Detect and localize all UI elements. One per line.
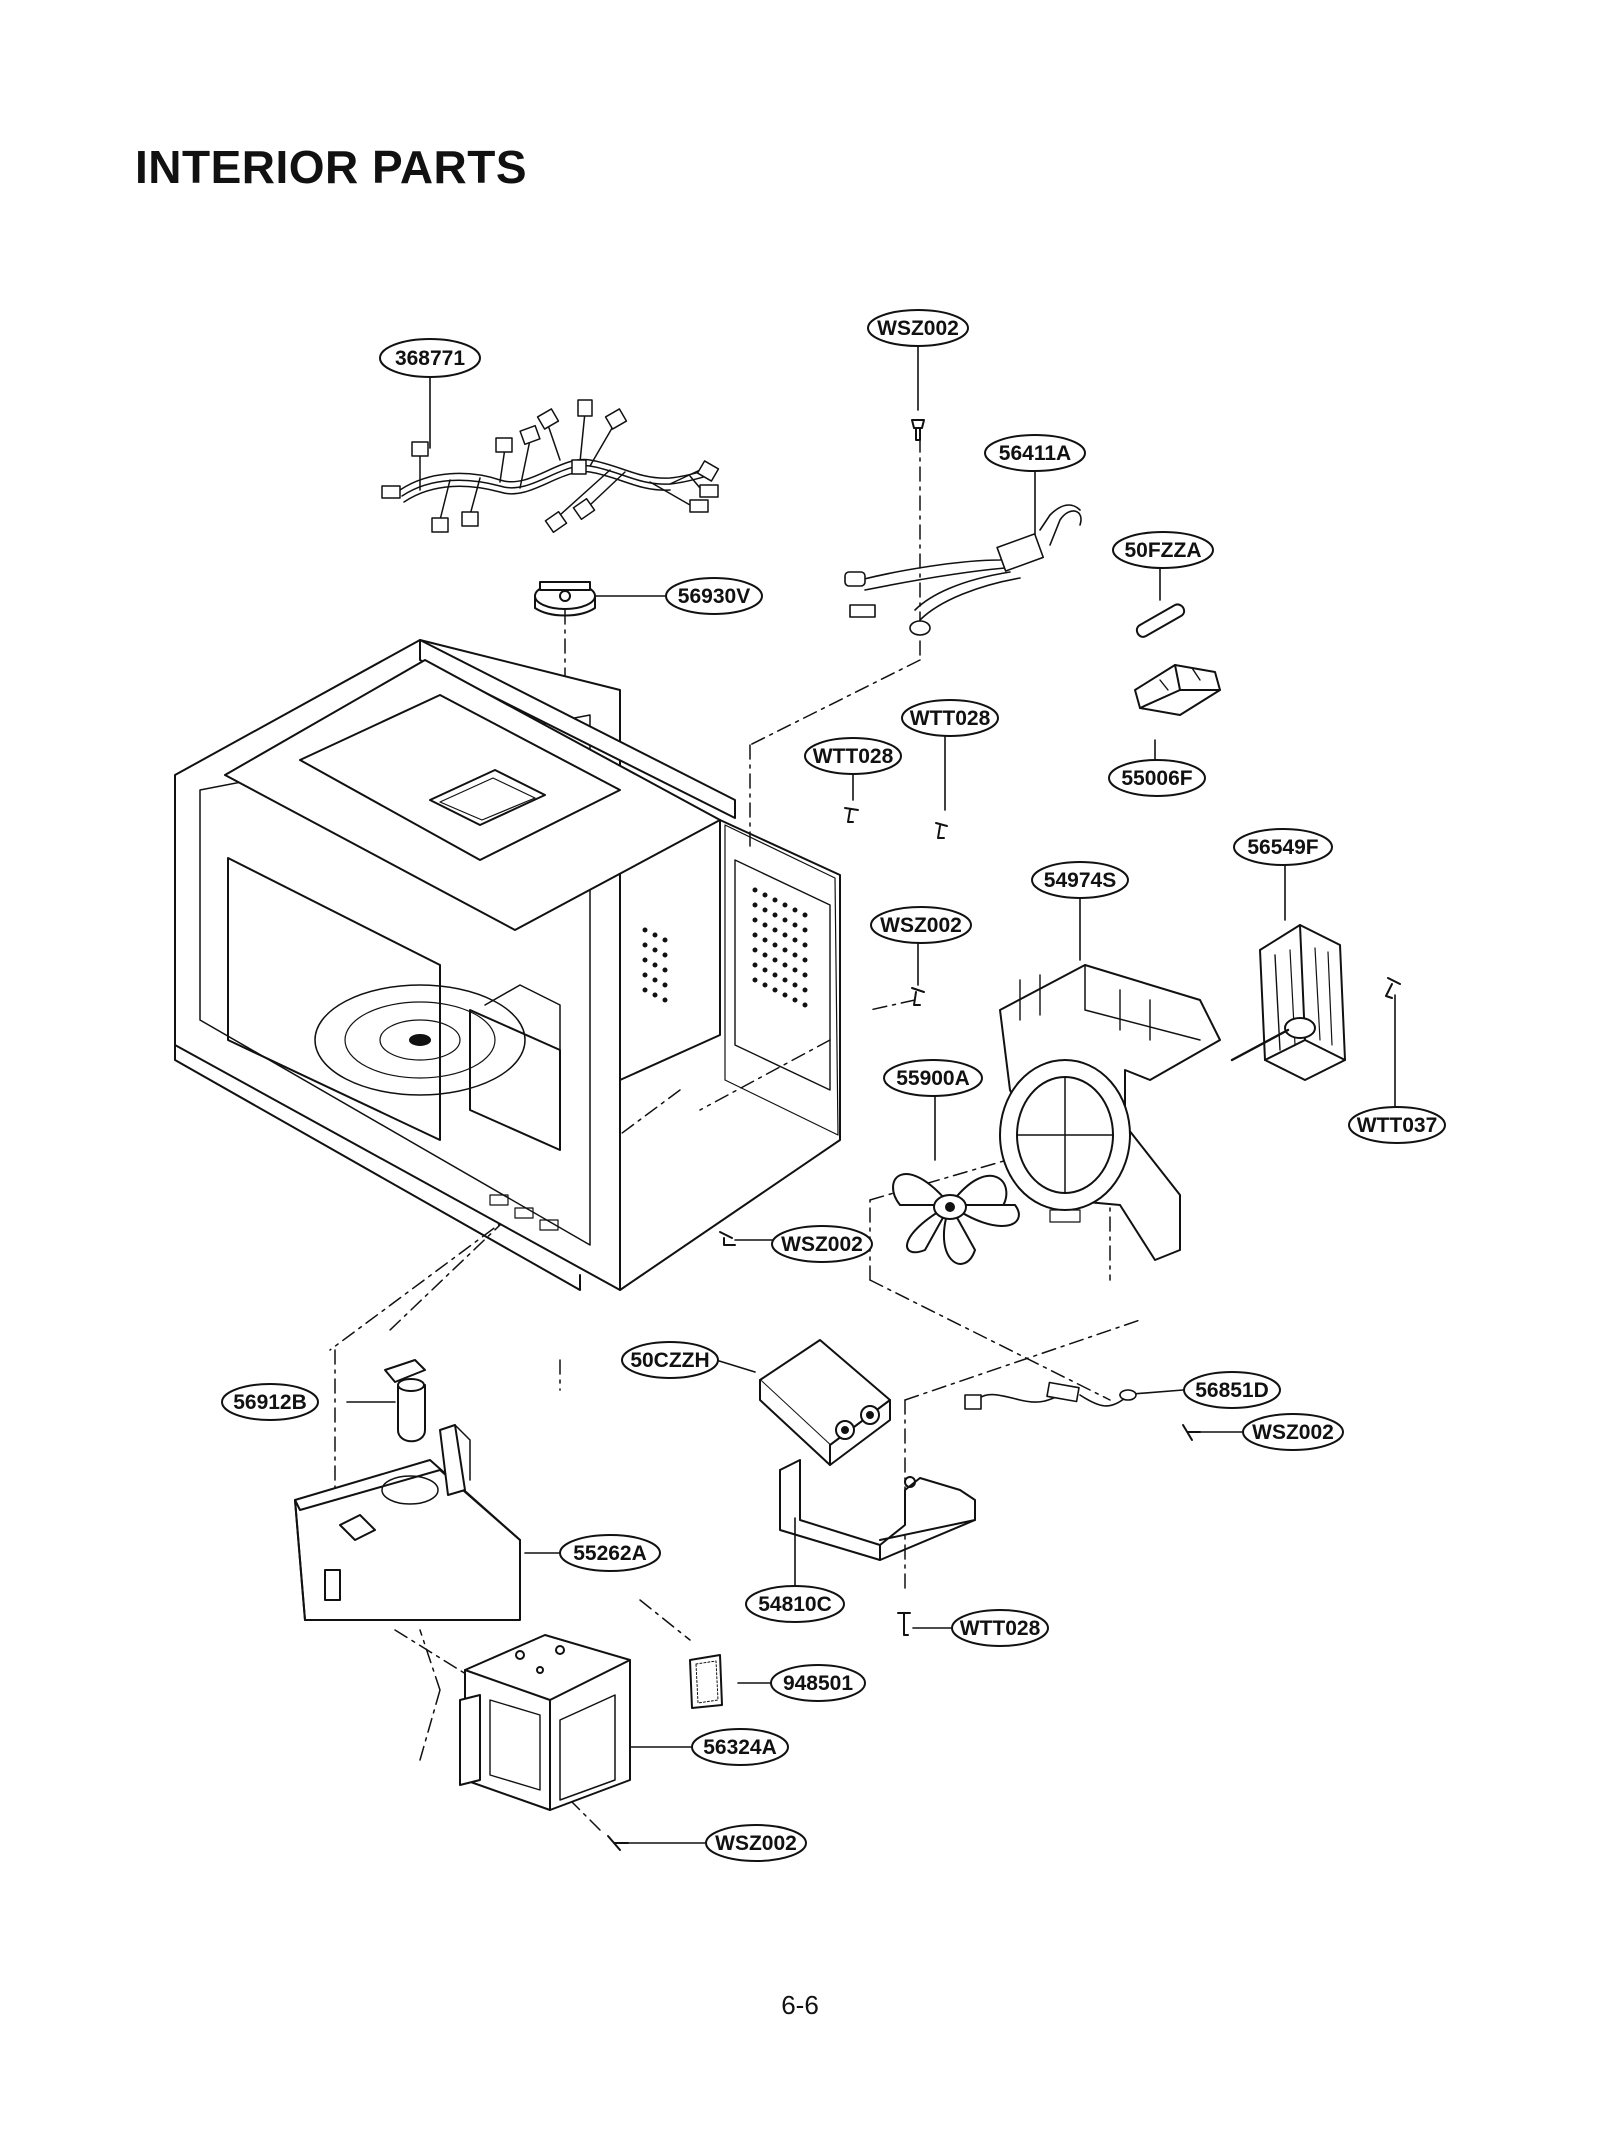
part-label-wsz002-magnetron: WSZ002 — [705, 1824, 807, 1862]
part-number: WSZ002 — [781, 1233, 863, 1256]
part-label-55006f: 55006F — [1108, 759, 1206, 797]
part-label-wsz002-diode: WSZ002 — [1242, 1413, 1344, 1451]
part-number: WSZ002 — [715, 1832, 797, 1855]
part-label-wtt028-bracket: WTT028 — [951, 1609, 1049, 1647]
lamp-socket-icon — [384, 1359, 426, 1443]
part-number: 50CZZH — [630, 1349, 709, 1372]
part-label-wtt037: WTT037 — [1348, 1106, 1446, 1144]
part-number: 54810C — [758, 1593, 832, 1616]
part-number: 56411A — [999, 442, 1071, 465]
fuse-icon — [1135, 603, 1186, 638]
part-label-55262a: 55262A — [559, 1534, 661, 1572]
part-number: 55262A — [573, 1542, 647, 1565]
bracket-icon — [779, 1459, 976, 1561]
part-number: 54974S — [1044, 869, 1116, 892]
part-label-wsz002-mid: WSZ002 — [870, 906, 972, 944]
part-label-54974s: 54974S — [1031, 861, 1129, 899]
part-number: 56851D — [1195, 1379, 1269, 1402]
part-label-948501: 948501 — [770, 1664, 866, 1702]
part-label-wsz002-cavity: WSZ002 — [771, 1225, 873, 1263]
magnetron-icon — [459, 1634, 631, 1811]
part-label-50czzh: 50CZZH — [621, 1341, 719, 1379]
part-label-56930v: 56930V — [665, 577, 763, 615]
fan-motor-icon — [1230, 924, 1346, 1081]
gasket-icon — [689, 1654, 723, 1709]
part-label-50fzza: 50FZZA — [1112, 531, 1214, 569]
fan-bracket-icon — [999, 964, 1221, 1261]
diode-icon — [964, 1381, 1137, 1410]
page-title: INTERIOR PARTS — [135, 141, 528, 193]
part-number: 368771 — [395, 347, 465, 370]
part-number: WTT037 — [1357, 1114, 1438, 1137]
part-number: WTT028 — [813, 745, 894, 768]
part-number: 56930V — [678, 585, 750, 608]
part-number: 56549F — [1247, 836, 1318, 859]
part-label-54810c: 54810C — [745, 1585, 845, 1623]
oven-cavity-icon — [174, 639, 841, 1291]
thermostat-icon — [534, 581, 596, 617]
wire-assembly-icon — [844, 504, 1082, 636]
part-number: 55006F — [1121, 767, 1192, 790]
part-label-55900a: 55900A — [883, 1059, 983, 1097]
part-label-wsz002-top: WSZ002 — [867, 309, 969, 347]
part-number: WTT028 — [910, 707, 991, 730]
part-number: WTT028 — [960, 1617, 1041, 1640]
part-label-56912b: 56912B — [221, 1383, 319, 1421]
part-number: 56912B — [233, 1391, 307, 1414]
part-label-wtt028-right: WTT028 — [901, 699, 999, 737]
part-label-wtt028-left: WTT028 — [804, 737, 902, 775]
wire-harness-icon — [381, 399, 720, 534]
capacitor-icon — [759, 1339, 891, 1466]
part-label-56324a: 56324A — [691, 1728, 789, 1766]
part-number: 56324A — [703, 1736, 777, 1759]
part-label-56411a: 56411A — [984, 434, 1086, 472]
part-label-56851d: 56851D — [1183, 1371, 1281, 1409]
part-number: WSZ002 — [880, 914, 962, 937]
part-number: WSZ002 — [1252, 1421, 1334, 1444]
part-number: 948501 — [783, 1672, 853, 1695]
screw-icon — [607, 419, 1401, 1851]
air-guide-icon — [294, 1424, 521, 1621]
part-label-56549f: 56549F — [1233, 828, 1333, 866]
part-number: 55900A — [896, 1067, 970, 1090]
page-number: 6-6 — [781, 1990, 819, 2020]
fan-blade-icon — [892, 1173, 1020, 1265]
part-number: WSZ002 — [877, 317, 959, 340]
part-number: 50FZZA — [1124, 539, 1201, 562]
part-label-368771: 368771 — [379, 338, 481, 378]
fuse-holder-icon — [1134, 664, 1221, 716]
